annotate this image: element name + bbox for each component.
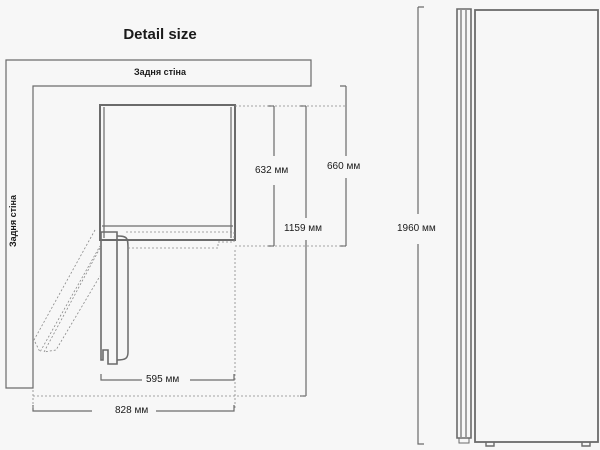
back-wall-label-side: Задня стіна [7,195,18,247]
dim-depth-body: 632 мм [255,165,289,176]
dim-width-door-open: 828 мм [115,405,149,416]
dim-depth-door-open: 1159 мм [284,223,323,234]
fridge-body-top-view [99,104,236,241]
page-title: Detail size [123,26,197,43]
dim-height: 1960 мм [397,223,436,234]
dim-width-body: 595 мм [146,374,180,385]
door-open-dashed [33,229,101,353]
back-wall-label-top: Задня стіна [134,67,186,77]
back-wall-outline [5,59,312,389]
fridge-side-view [474,9,599,443]
dim-depth-total: 660 мм [327,161,361,172]
door-open-90 [100,231,118,365]
